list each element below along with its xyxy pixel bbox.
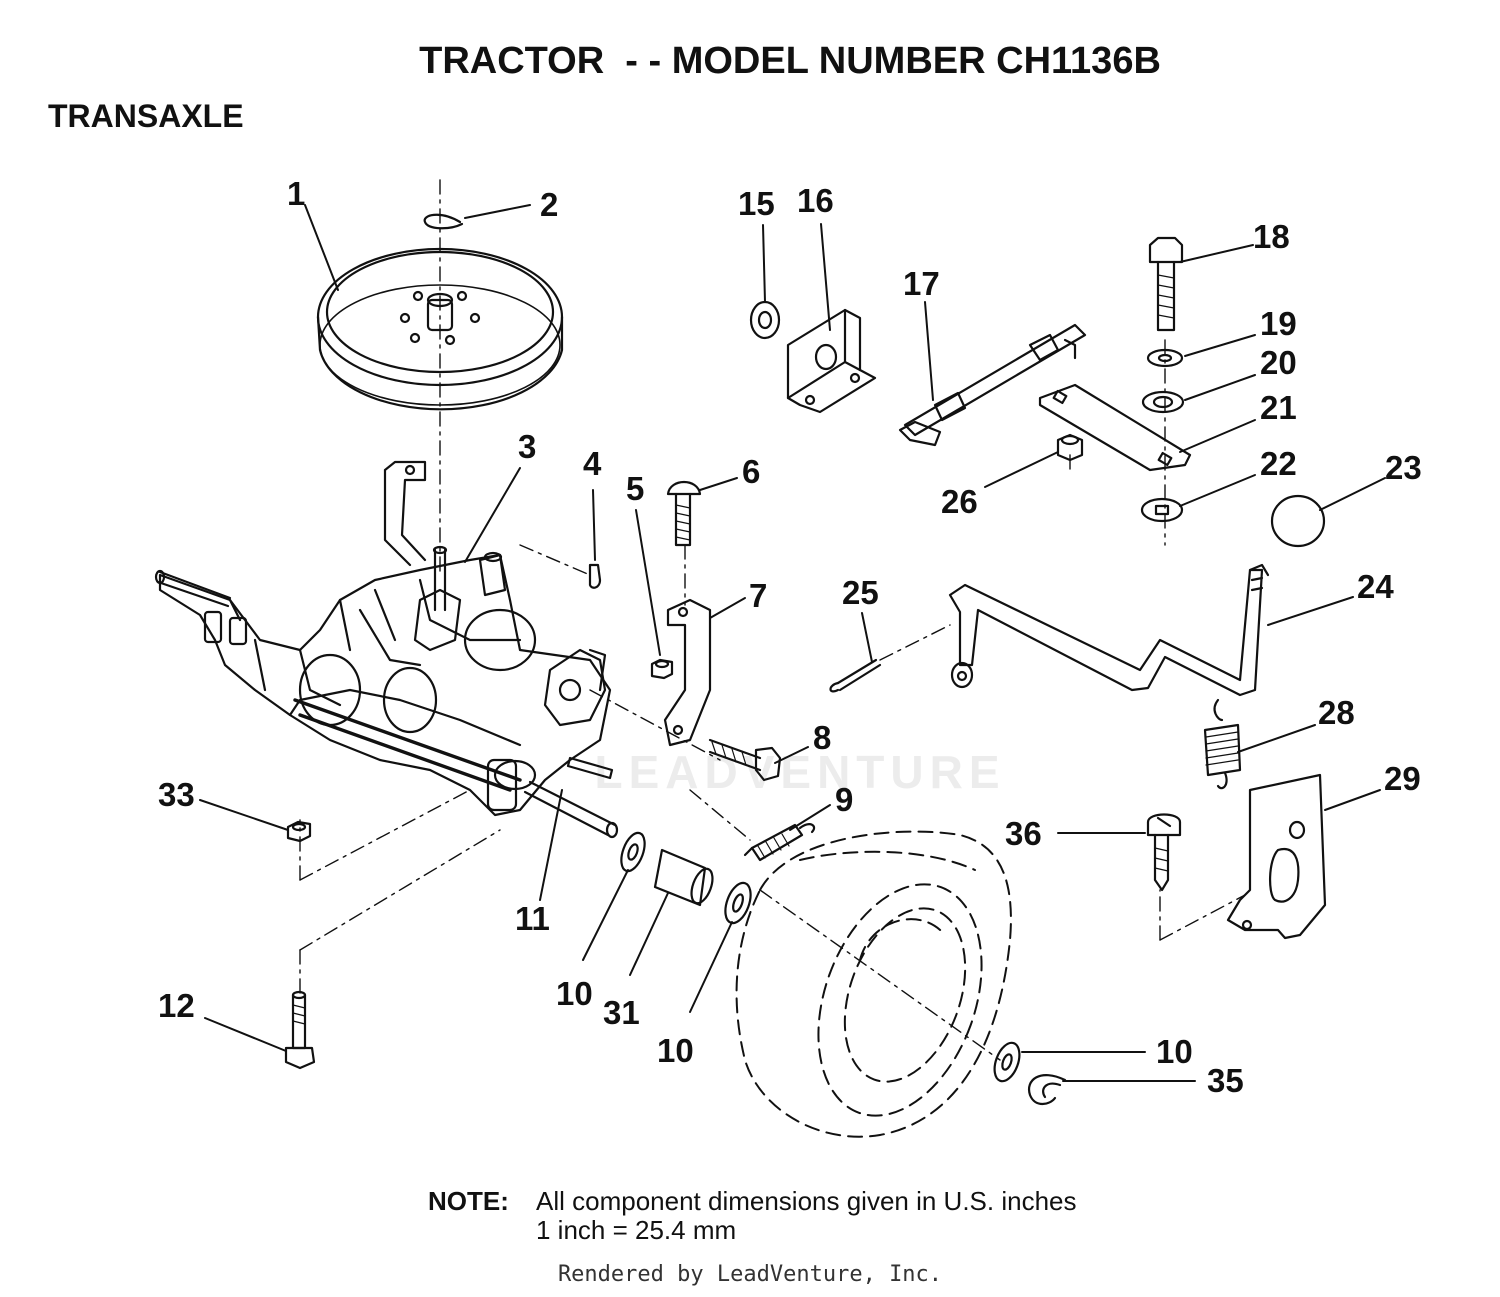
callout-33: 33 [158,776,195,813]
callout-2: 2 [540,186,558,223]
hex-bolt-part [708,738,782,782]
pulley-part [316,247,564,411]
callout-36: 36 [1005,815,1042,852]
hairpin-clip-part [1027,1074,1067,1106]
carriage-bolt-part [666,480,702,547]
callout-26: 26 [941,483,978,520]
hex-bolt-part-2 [284,990,316,1070]
callout-17: 17 [903,265,940,302]
note-line-2: 1 inch = 25.4 mm [536,1215,737,1245]
callout-10-middle: 10 [657,1032,694,1069]
tension-spring-part [1203,698,1242,790]
flange-nut-part [1056,433,1084,462]
callout-20: 20 [1260,344,1297,381]
nut-part [650,658,674,680]
callout-21: 21 [1260,389,1297,426]
lever-plate-part [1226,773,1327,940]
hex-nut-part [286,820,312,843]
rear-wheel-phantom [735,830,1012,1138]
section-title: TRANSAXLE [48,98,244,134]
callout-5: 5 [626,470,644,507]
callout-1: 1 [287,175,305,212]
shift-lever-part [948,563,1270,697]
shift-linkage-rod-part [898,323,1087,447]
callout-31: 31 [603,994,640,1031]
spacer-part [653,848,714,907]
mounting-bracket-part [663,598,712,747]
watermark-text: LEADVENTURE [594,746,1006,798]
angle-bracket-part [786,308,877,414]
extension-spring-part [743,823,816,862]
shift-knob-part [1270,494,1326,548]
callout-29: 29 [1384,760,1421,797]
callout-15: 15 [738,185,775,222]
callout-9: 9 [835,781,853,818]
callout-18: 18 [1253,218,1290,255]
shoulder-screw-part [1146,813,1182,892]
square-key-part [566,756,614,780]
callout-8: 8 [813,719,831,756]
page-title: TRACTOR - - MODEL NUMBER CH1136B [419,40,1161,82]
lock-washer-part [1146,348,1184,368]
dimension-note: NOTE: All component dimensions given in U… [428,1186,1077,1246]
woodruff-key-part [588,563,602,589]
leader-lines [199,204,1386,1082]
callout-24: 24 [1357,568,1394,605]
callout-4: 4 [583,445,602,482]
washer-part-3 [993,1041,1021,1083]
callout-7: 7 [749,577,767,614]
render-credit: Rendered by LeadVenture, Inc. [557,1262,943,1287]
callout-11: 11 [515,900,550,937]
callout-23: 23 [1385,449,1422,486]
washer-part-2 [724,881,752,925]
note-label: NOTE: [428,1186,509,1216]
callout-10-right: 10 [1156,1033,1193,1070]
callout-28: 28 [1318,694,1355,731]
callout-12: 12 [158,987,195,1024]
callout-16: 16 [797,182,834,219]
callout-25: 25 [842,574,879,611]
flat-washer-part [749,300,781,340]
note-line-1: All component dimensions given in U.S. i… [536,1186,1077,1216]
cotter-pin-part [829,658,882,693]
callout-22: 22 [1260,445,1297,482]
link-plate-part [1038,383,1192,472]
washer-part [620,831,646,873]
flat-washer-part-2 [1141,390,1185,414]
callout-10-left: 10 [556,975,593,1012]
square-hole-washer-part [1140,497,1184,523]
callout-19: 19 [1260,305,1297,342]
callout-3: 3 [518,428,536,465]
e-clip-part [423,213,464,230]
hex-head-bolt-part [1148,236,1184,332]
transaxle-assembly [154,460,619,839]
centerlines [299,179,1246,1061]
callout-35: 35 [1207,1062,1244,1099]
callout-labels: 1 2 3 4 5 6 7 8 9 11 10 31 10 12 33 15 1… [158,175,1422,1099]
callout-6: 6 [742,453,760,490]
